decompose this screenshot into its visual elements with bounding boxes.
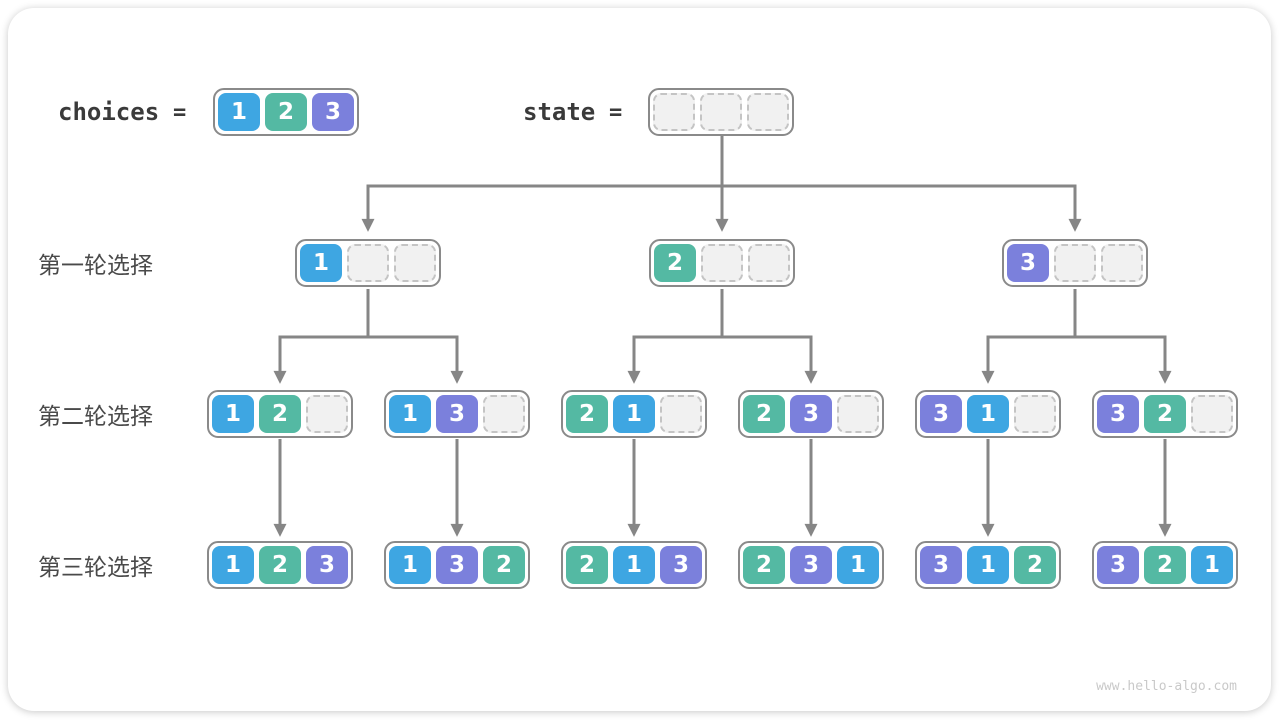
value-cell: 2 [566, 395, 608, 433]
tree-node: 2 [649, 239, 795, 287]
tree-node: 1 [295, 239, 441, 287]
value-cell: 1 [218, 93, 260, 131]
value-cell: 3 [920, 395, 962, 433]
value-cell: 2 [483, 546, 525, 584]
value-cell: 2 [743, 395, 785, 433]
value-cell: 2 [654, 244, 696, 282]
value-cell: 2 [265, 93, 307, 131]
empty-cell [483, 395, 525, 433]
state-array [648, 88, 794, 136]
value-cell: 1 [212, 395, 254, 433]
row-label-round-2: 第二轮选择 [38, 403, 153, 429]
value-cell: 1 [967, 546, 1009, 584]
empty-cell [748, 244, 790, 282]
value-cell: 2 [259, 546, 301, 584]
row-label-round-1: 第一轮选择 [38, 252, 153, 278]
empty-cell [700, 93, 742, 131]
value-cell: 2 [259, 395, 301, 433]
value-cell: 2 [566, 546, 608, 584]
empty-cell [1054, 244, 1096, 282]
empty-cell [306, 395, 348, 433]
empty-cell [747, 93, 789, 131]
value-cell: 3 [312, 93, 354, 131]
value-cell: 3 [1007, 244, 1049, 282]
value-cell: 3 [920, 546, 962, 584]
row-label-round-3: 第三轮选择 [38, 554, 153, 580]
empty-cell [837, 395, 879, 433]
state-equals-sign: = [609, 99, 623, 125]
watermark: www.hello-algo.com [1096, 679, 1237, 694]
tree-node: 3 [1002, 239, 1148, 287]
empty-cell [1191, 395, 1233, 433]
empty-cell [1014, 395, 1056, 433]
value-cell: 3 [306, 546, 348, 584]
value-cell: 1 [613, 395, 655, 433]
empty-cell [1101, 244, 1143, 282]
choices-label: choices [58, 98, 160, 126]
value-cell: 1 [967, 395, 1009, 433]
value-cell: 3 [436, 395, 478, 433]
value-cell: 1 [212, 546, 254, 584]
value-cell: 3 [436, 546, 478, 584]
empty-cell [701, 244, 743, 282]
state-label: state [523, 98, 596, 126]
empty-cell [660, 395, 702, 433]
value-cell: 3 [790, 546, 832, 584]
value-cell: 2 [743, 546, 785, 584]
value-cell: 3 [1097, 546, 1139, 584]
value-cell: 1 [613, 546, 655, 584]
value-cell: 3 [790, 395, 832, 433]
value-cell: 2 [1144, 546, 1186, 584]
empty-cell [653, 93, 695, 131]
choices-equals-sign: = [173, 99, 187, 125]
value-cell: 3 [1097, 395, 1139, 433]
empty-cell [347, 244, 389, 282]
value-cell: 1 [1191, 546, 1233, 584]
value-cell: 1 [300, 244, 342, 282]
value-cell: 1 [389, 395, 431, 433]
value-cell: 2 [1014, 546, 1056, 584]
value-cell: 1 [389, 546, 431, 584]
value-cell: 2 [1144, 395, 1186, 433]
empty-cell [394, 244, 436, 282]
value-cell: 1 [837, 546, 879, 584]
value-cell: 3 [660, 546, 702, 584]
